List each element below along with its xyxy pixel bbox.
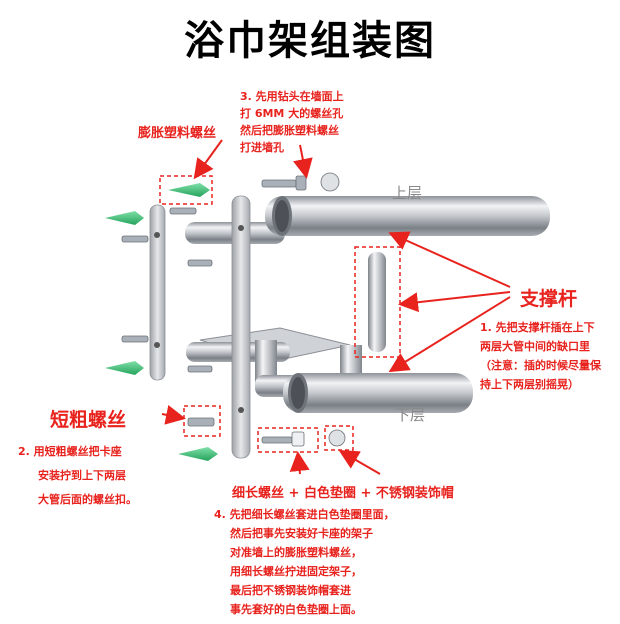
left-wall-plate	[149, 204, 166, 381]
upper-main-tube	[265, 196, 550, 236]
expansion-anchor-label: 膨胀塑料螺丝	[138, 126, 217, 141]
screws	[121, 172, 346, 447]
lower-layer-label: 下层	[395, 406, 426, 424]
right-wall-plate	[231, 195, 251, 459]
short-screw-label: 短粗螺丝	[50, 409, 127, 431]
lower-main-tube	[283, 373, 473, 413]
expansion-anchors	[105, 183, 218, 461]
upper-layer-label: 上层	[392, 184, 423, 202]
pointer-arrows	[161, 139, 511, 475]
step1-text: 1. 先把支撑杆插在上下 两层大管中间的缺口里 （注意：插的时候尽量保 持上下两…	[480, 321, 601, 391]
support-rod-label: 支撑杆	[520, 288, 578, 310]
long-screw-combo-label: 细长螺丝 + 白色垫圈 + 不锈钢装饰帽	[232, 486, 454, 501]
step3-text: 3. 先用钻头在墙面上 打 6MM 大的螺丝孔 然后把膨胀塑料螺丝 打进墙孔	[240, 90, 344, 154]
page-title: 浴巾架组装图	[184, 18, 436, 64]
support-rod	[368, 252, 386, 352]
step4-text: 4. 先把细长螺丝套进白色垫圈里面， 然后把事先安装好卡座的架子 对准墙上的膨胀…	[214, 508, 395, 616]
step2-text: 2. 用短粗螺丝把卡座 安装拧到上下两层 大管后面的螺丝扣。	[18, 445, 137, 506]
